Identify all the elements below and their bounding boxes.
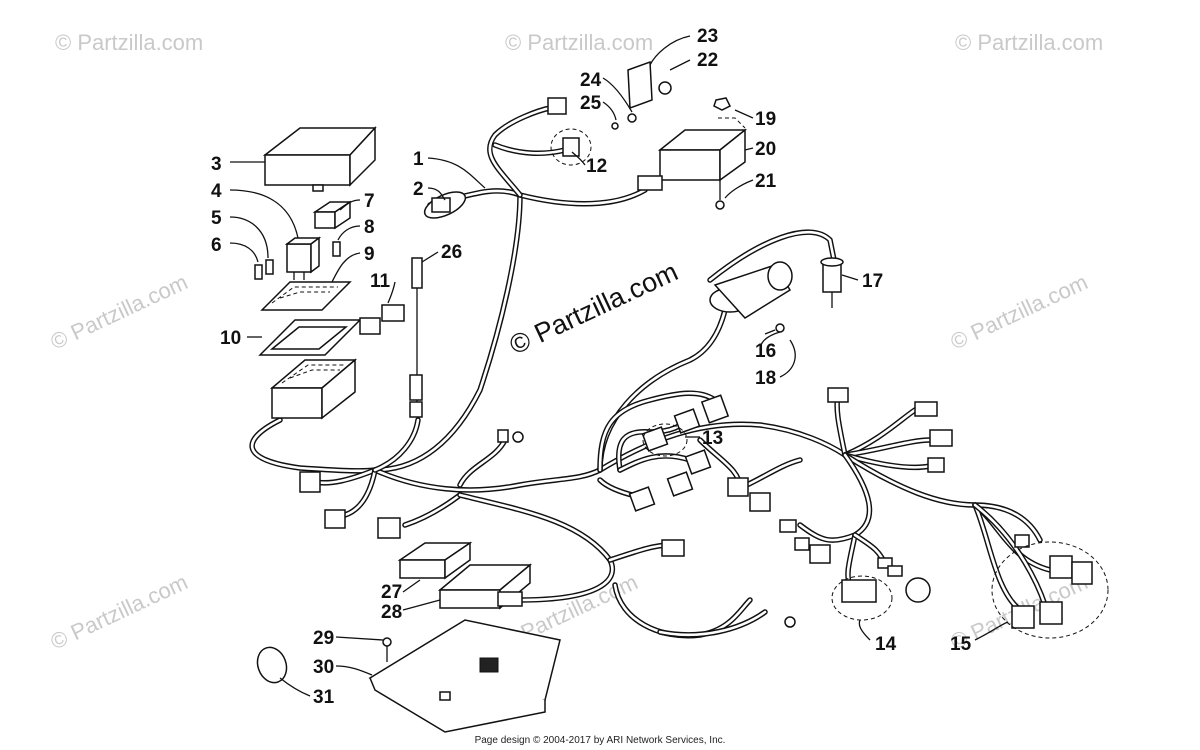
fuse-box-base bbox=[269, 358, 358, 420]
callout-6: 6 bbox=[211, 235, 222, 256]
callout-11: 11 bbox=[370, 271, 391, 292]
callout-26: 26 bbox=[441, 242, 462, 263]
fuse-label bbox=[260, 281, 352, 311]
band-clamp bbox=[256, 646, 288, 684]
callout-9: 9 bbox=[364, 244, 375, 265]
watermark: © Partzilla.com bbox=[55, 30, 203, 55]
callout-10: 10 bbox=[220, 328, 241, 349]
leader-lines bbox=[229, 35, 1009, 697]
mounting-tray bbox=[368, 619, 561, 733]
components bbox=[254, 60, 1109, 733]
callout-20: 20 bbox=[755, 139, 776, 160]
fuse-box-gasket bbox=[258, 319, 362, 356]
callout-5: 5 bbox=[211, 208, 222, 229]
callout-30: 30 bbox=[313, 657, 334, 678]
screw bbox=[715, 180, 725, 210]
callout-19: 19 bbox=[755, 109, 776, 130]
watermarks: © Partzilla.com © Partzilla.com © Partzi… bbox=[47, 30, 1104, 655]
nut bbox=[713, 97, 746, 129]
callout-15: 15 bbox=[950, 634, 972, 655]
relay-small bbox=[312, 200, 353, 230]
coil-screw bbox=[764, 323, 785, 335]
callout-21: 21 bbox=[755, 171, 777, 192]
connector-pair bbox=[359, 304, 405, 335]
ignition-coil bbox=[709, 261, 793, 319]
watermark-center: © Partzilla.com bbox=[505, 256, 683, 360]
switch-assembly bbox=[779, 519, 931, 621]
callout-2: 2 bbox=[413, 179, 424, 200]
callout-24: 24 bbox=[580, 70, 602, 91]
callout-labels: 1 2 3 4 5 6 7 8 9 10 11 12 13 14 15 16 1… bbox=[211, 26, 972, 708]
ecm-cover bbox=[397, 541, 473, 580]
relay-large bbox=[284, 236, 322, 280]
wiring-harness bbox=[249, 105, 1053, 639]
connector-group-13 bbox=[628, 394, 730, 512]
watermark: © Partzilla.com bbox=[47, 569, 192, 654]
callout-13: 13 bbox=[702, 428, 723, 449]
middle-connectors bbox=[299, 429, 771, 557]
right-connectors bbox=[827, 387, 1030, 548]
harness-clip bbox=[423, 191, 467, 219]
fuse-box-cover bbox=[262, 126, 377, 192]
watermark: © Partzilla.com bbox=[47, 269, 192, 354]
callout-17: 17 bbox=[862, 271, 883, 292]
connector-group-15 bbox=[991, 541, 1109, 639]
watermark: © Partzilla.com bbox=[947, 269, 1092, 354]
callout-31: 31 bbox=[313, 687, 335, 708]
callout-25: 25 bbox=[580, 93, 602, 114]
callout-14: 14 bbox=[875, 634, 897, 655]
callout-4: 4 bbox=[211, 181, 222, 202]
bracket-hardware bbox=[611, 60, 672, 130]
ecm-module bbox=[437, 563, 533, 610]
callout-29: 29 bbox=[313, 628, 334, 649]
callout-1: 1 bbox=[413, 149, 424, 170]
copyright-footer: Page design © 2004-2017 by ARI Network S… bbox=[474, 735, 726, 746]
watermark: © Partzilla.com bbox=[505, 30, 653, 55]
ground-eyelets bbox=[512, 431, 796, 628]
callout-28: 28 bbox=[381, 602, 402, 623]
connector-12 bbox=[547, 97, 592, 166]
tray-screw bbox=[382, 637, 392, 662]
callout-23: 23 bbox=[697, 26, 718, 47]
voltage-regulator bbox=[637, 128, 748, 191]
spark-plug-cap bbox=[820, 257, 844, 308]
callout-3: 3 bbox=[211, 154, 222, 175]
callout-7: 7 bbox=[364, 191, 375, 212]
fuses bbox=[254, 241, 341, 280]
oxygen-sensor bbox=[409, 257, 423, 418]
callout-8: 8 bbox=[364, 217, 375, 238]
callout-18: 18 bbox=[755, 368, 776, 389]
watermark: © Partzilla.com bbox=[955, 30, 1103, 55]
callout-27: 27 bbox=[381, 582, 402, 603]
callout-12: 12 bbox=[586, 156, 607, 177]
callout-22: 22 bbox=[697, 50, 718, 71]
callout-16: 16 bbox=[755, 341, 776, 362]
